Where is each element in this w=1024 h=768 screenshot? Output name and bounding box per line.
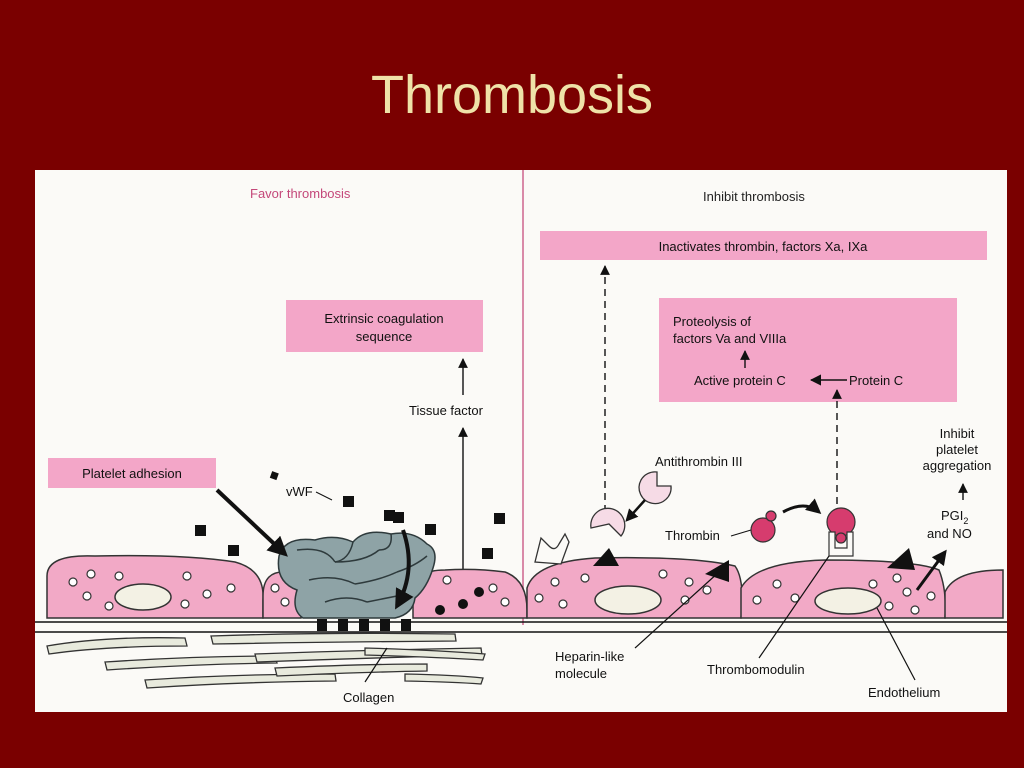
heparin-label-line-2: molecule xyxy=(555,666,607,681)
inhibit-thrombosis-label: Inhibit thrombosis xyxy=(703,189,805,204)
pgi2-text: PGI xyxy=(941,508,963,523)
inhibit-aggregation-line-3: aggregation xyxy=(923,458,992,473)
collagen-pointer xyxy=(364,647,388,683)
thrombomodulin-pointer xyxy=(758,555,830,659)
platelet-aggregate xyxy=(277,531,436,619)
cell-nuclei xyxy=(114,583,882,615)
proteolysis-box xyxy=(659,298,957,402)
collagen-label: Collagen xyxy=(343,690,394,705)
active-protein-c-label: Active protein C xyxy=(694,373,786,388)
antithrombin-binding-arrow xyxy=(625,499,646,522)
thrombin-pointer xyxy=(730,529,752,537)
pgi2-label: PGI2 xyxy=(941,508,968,526)
proteolysis-line-2: factors Va and VIIIa xyxy=(673,331,787,346)
heparin-pointer xyxy=(634,571,720,649)
collagen-fibers xyxy=(46,632,486,689)
free-antithrombin-icon xyxy=(638,471,672,505)
heparin-like-triangles xyxy=(593,548,915,582)
endothelium-release-arrow xyxy=(915,549,947,591)
protein-c-label: Protein C xyxy=(849,373,903,388)
vwf-label: vWF xyxy=(286,484,313,499)
and-no-label: and NO xyxy=(927,526,972,541)
extrinsic-coagulation-box xyxy=(286,300,483,352)
antithrombin-label: Antithrombin III xyxy=(655,454,742,469)
thrombomodulin-label: Thrombomodulin xyxy=(707,662,805,677)
platelet-adhesion-text: Platelet adhesion xyxy=(82,466,182,481)
cell-vesicles xyxy=(68,569,936,615)
favor-thrombosis-label: Favor thrombosis xyxy=(250,186,351,201)
platelet-adhesion-box xyxy=(48,458,216,488)
tissue-factor-label: Tissue factor xyxy=(409,403,484,418)
platelet-anchors xyxy=(317,619,411,631)
inactivates-text: Inactivates thrombin, factors Xa, IXa xyxy=(659,239,869,254)
vwf-multimers xyxy=(195,471,505,559)
vwf-binding-arrow xyxy=(395,529,414,610)
platelet-adhesion-arrow xyxy=(215,488,288,557)
extrinsic-line-1: Extrinsic coagulation xyxy=(324,311,443,326)
endothelium-pointer xyxy=(876,607,916,681)
inhibit-aggregation-line-2: platelet xyxy=(936,442,978,457)
inhibit-aggregation-line-1: Inhibit xyxy=(940,426,975,441)
thrombin-icon xyxy=(750,510,777,543)
slide-title: Thrombosis xyxy=(370,65,654,125)
endothelial-cells xyxy=(46,554,1004,619)
heparin-label-line-1: Heparin-like xyxy=(555,649,624,664)
thrombomodulin-bound-thrombin-icon xyxy=(826,507,856,557)
tissue-factor-dots xyxy=(435,587,484,615)
vwf-pointer xyxy=(315,491,333,501)
inactivates-box xyxy=(540,231,987,260)
thrombin-binding-arrow xyxy=(782,498,822,514)
pgi2-subscript: 2 xyxy=(963,516,968,526)
thrombosis-diagram: Favor thrombosis Inhibit thrombosis Inac… xyxy=(35,170,1007,712)
endothelium-label: Endothelium xyxy=(868,685,940,700)
proteolysis-line-1: Proteolysis of xyxy=(673,314,751,329)
bound-antithrombin-icon xyxy=(590,507,626,537)
thrombin-label: Thrombin xyxy=(665,528,720,543)
empty-receptor-icon xyxy=(534,532,570,565)
extrinsic-line-2: sequence xyxy=(356,329,412,344)
